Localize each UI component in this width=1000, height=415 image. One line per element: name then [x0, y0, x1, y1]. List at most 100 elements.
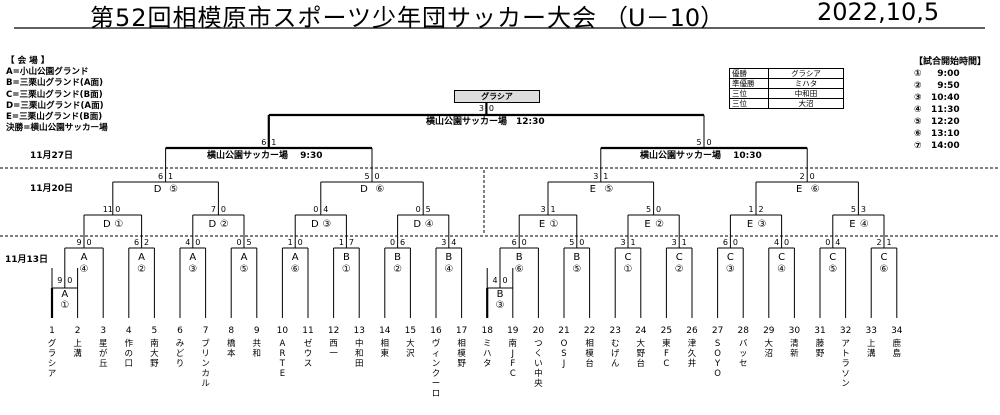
match-number: ③ — [758, 219, 767, 230]
team-name-char: ラ — [841, 359, 850, 369]
match-venue: A — [81, 252, 88, 263]
team-name-char: 野 — [457, 359, 466, 369]
score-text: 1 — [271, 138, 276, 147]
match-venue: B — [343, 252, 350, 263]
start-times-title: 【試合開始時間】 — [914, 57, 987, 67]
team-name-char: 西 — [329, 339, 338, 349]
team-number: 13 — [353, 326, 364, 336]
team-name-char: ン — [432, 359, 441, 369]
team-number: 24 — [635, 326, 647, 336]
score-text: 3 — [593, 172, 598, 181]
match-venue: C — [676, 252, 683, 263]
semifinal-venue-label: 横山公園サッカー場 9:30 — [207, 151, 323, 161]
team-name-char: 中 — [534, 368, 543, 379]
team-name-char: ス — [304, 359, 313, 369]
team-name-char: 井 — [688, 358, 697, 369]
team-name-char: 沢 — [406, 348, 415, 359]
match-venue: B — [516, 252, 523, 263]
team-name-char: 田 — [355, 359, 364, 369]
score-text: 6 — [261, 138, 266, 147]
team-number: 14 — [379, 326, 391, 336]
team-number: 21 — [558, 326, 569, 336]
team-name-char: 東 — [662, 338, 671, 349]
score-text: 7 — [211, 205, 216, 214]
team-name-char: 中 — [355, 338, 364, 349]
champion-box: グラシア — [454, 90, 540, 103]
team-number: 26 — [686, 326, 698, 336]
match-venue: C — [778, 252, 785, 263]
score-text: 0 — [236, 238, 241, 247]
team-name-char: 橋 — [227, 338, 236, 349]
team-name-char: が — [99, 348, 108, 359]
match-venue: C — [829, 252, 836, 263]
score-text: 0 — [313, 205, 318, 214]
score-text: 5 — [426, 205, 431, 214]
score-text: 2 — [876, 238, 881, 247]
tournament-date: 2022,10,5 — [817, 0, 940, 26]
team-name-char: 台 — [585, 358, 594, 369]
standings-row: 準優勝ミハタ — [729, 78, 844, 89]
score-text: 0 — [502, 276, 507, 285]
team-number: 30 — [789, 326, 801, 336]
team-name-char: ル — [201, 379, 210, 389]
rank-cell: 優勝 — [729, 68, 769, 79]
match-number: ② — [137, 264, 146, 275]
team-name-char: Y — [714, 359, 721, 369]
team-name-char: F — [510, 359, 515, 369]
match-number: ③ — [188, 264, 197, 275]
team-name-char: 久 — [688, 348, 697, 359]
team-name-char: 上 — [867, 339, 876, 349]
match-number: ④ — [860, 219, 869, 230]
team-number: 15 — [405, 326, 416, 336]
team-name-char: 大 — [406, 338, 415, 349]
team-name-char: ど — [176, 349, 185, 359]
match-number: ⑤ — [240, 264, 249, 275]
team-name-char: ハ — [483, 349, 492, 359]
score-text: 3 — [479, 104, 484, 113]
match-venue: B — [394, 252, 401, 263]
score-text: 0 — [784, 238, 789, 247]
match-venue: A — [189, 252, 196, 263]
team-number: 9 — [254, 326, 260, 336]
score-text: 6 — [400, 238, 405, 247]
team-name-char: ゼ — [304, 338, 313, 349]
score-text: 4 — [451, 238, 456, 247]
match-venue: D — [413, 219, 421, 230]
team-name-char: 沼 — [765, 349, 774, 359]
team-name-char: ラ — [48, 349, 57, 359]
score-text: 0 — [416, 205, 421, 214]
score-text: 1 — [288, 238, 293, 247]
team-name-char: 口 — [125, 359, 134, 369]
score-text: 5 — [364, 172, 369, 181]
match-venue: B — [497, 289, 504, 300]
team-name-char: く — [534, 349, 543, 359]
match-number: ④ — [425, 219, 434, 230]
score-text: 2 — [800, 172, 805, 181]
team-name-char: ク — [432, 369, 441, 379]
standings-row: 三位中和田 — [729, 88, 844, 99]
team-name-char: リ — [201, 349, 210, 359]
score-text: 5 — [646, 205, 651, 214]
team-number: 11 — [302, 326, 313, 336]
standings-row: 三位大沼 — [729, 98, 844, 109]
team-name-char: 津 — [688, 338, 697, 349]
match-number: ⑥ — [291, 264, 300, 275]
team-name-char: E — [280, 369, 285, 379]
team-name-char: ウ — [304, 349, 313, 359]
date-label-final: 11月27日 — [30, 151, 74, 161]
team-cell: ミハタ — [768, 78, 844, 89]
standings-row: 優勝グラシア — [729, 68, 844, 79]
team-name-char: ア — [841, 339, 850, 349]
team-name-char: 鹿 — [893, 338, 902, 349]
match-number: ② — [393, 264, 402, 275]
score-text: 5 — [851, 205, 856, 214]
score-text: 4 — [774, 238, 779, 247]
team-name-char: J — [562, 359, 566, 369]
score-text: 6 — [134, 238, 139, 247]
match-venue: D — [209, 219, 217, 230]
match-number: ① — [624, 264, 633, 275]
